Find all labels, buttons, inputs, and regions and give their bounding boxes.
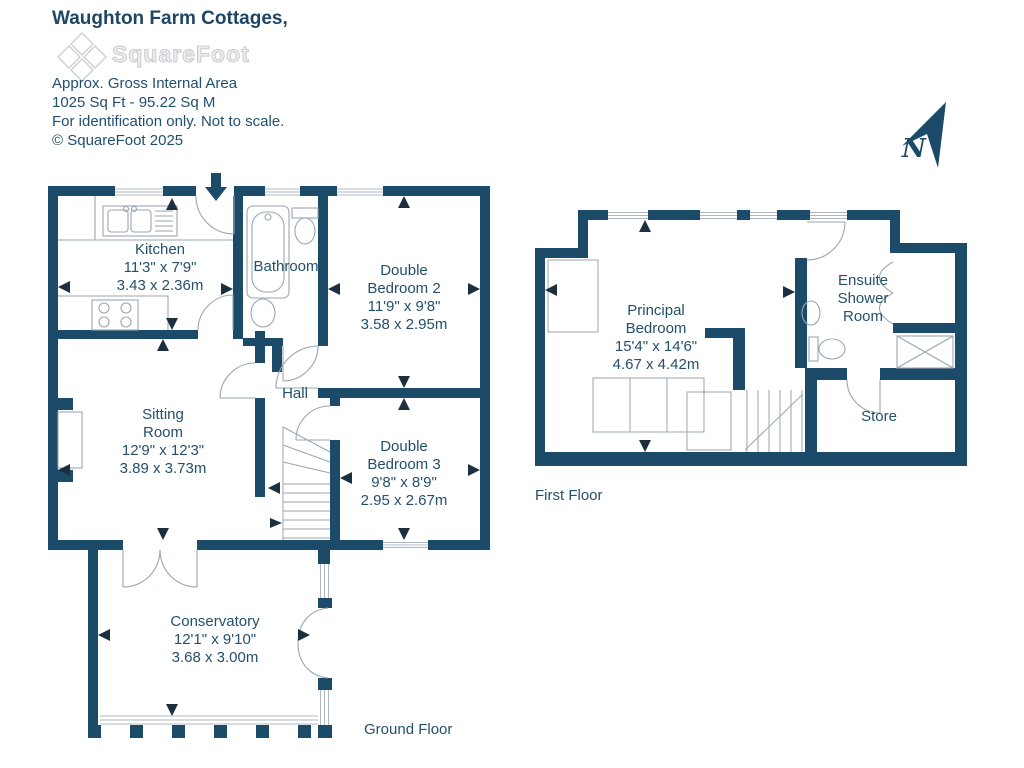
eaves-outline xyxy=(547,259,599,333)
squarefoot-logo-icon xyxy=(57,32,107,82)
fireplace-icon xyxy=(57,411,83,469)
entrance-arrow-icon xyxy=(205,173,227,201)
ensuite-fixtures xyxy=(801,261,954,369)
shower-bifold-door xyxy=(878,261,894,325)
sitting-room-door-swing xyxy=(219,362,256,399)
room-label-bathroom: Bathroom xyxy=(253,258,319,275)
bathroom-door-swing xyxy=(282,345,319,382)
door-swings xyxy=(122,195,331,679)
first-floor-label: First Floor xyxy=(535,487,603,504)
bath-icon xyxy=(246,205,290,299)
area-label: Approx. Gross Internal Area xyxy=(52,75,238,92)
walls xyxy=(535,210,967,466)
basin-icon xyxy=(801,300,821,326)
stairs-icon xyxy=(686,390,804,452)
ensuite-door-swing xyxy=(806,221,846,261)
first-floor-plan xyxy=(535,210,967,466)
bedroom2-door-swing xyxy=(275,345,319,389)
toilet-icon xyxy=(291,207,319,219)
area-value: 1025 Sq Ft - 95.22 Sq M xyxy=(52,94,216,111)
room-label-hall: Hall xyxy=(282,385,308,402)
hob-icon xyxy=(91,299,139,331)
bedroom3-door-swing xyxy=(295,405,331,441)
french-doors-swing xyxy=(297,607,329,679)
disclaimer: For identification only. Not to scale. xyxy=(52,113,285,130)
room-label-sitting-room: Sitting Room 12'9" x 12'3" 3.89 x 3.73m xyxy=(119,406,207,477)
room-label-conservatory: Conservatory 12'1" x 9'10" 3.68 x 3.00m xyxy=(170,613,260,666)
stairs-icon xyxy=(282,426,331,540)
entrance-door-swing xyxy=(195,195,235,235)
copyright: © SquareFoot 2025 xyxy=(52,132,184,149)
kitchen-fixtures xyxy=(58,196,233,331)
conservatory-door-left-swing xyxy=(122,549,161,588)
room-label-bedroom2: Double Bedroom 2 11'9" x 9'8" 3.58 x 2.9… xyxy=(360,262,448,333)
kitchen-door-swing xyxy=(197,294,234,331)
page-title: Waughton Farm Cottages, xyxy=(52,8,288,29)
bathroom-fixtures xyxy=(246,205,319,328)
conservatory-door-right-swing xyxy=(159,549,198,588)
door-swings xyxy=(806,221,881,414)
shower-icon xyxy=(896,335,954,369)
drainer-lines xyxy=(155,210,173,232)
room-label-bedroom3: Double Bedroom 3 9'8" x 8'9" 2.95 x 2.67… xyxy=(360,438,448,509)
basin-icon xyxy=(250,298,276,328)
toilet-icon xyxy=(808,336,819,362)
ground-floor-label: Ground Floor xyxy=(364,721,453,738)
north-letter: N xyxy=(902,134,926,164)
wardrobe-icon xyxy=(547,259,705,433)
window-glazing xyxy=(608,212,847,219)
dimension-arrows xyxy=(58,173,480,716)
counter-line-2 xyxy=(58,295,169,330)
window-glazing xyxy=(100,188,428,725)
room-label-principal-bedroom: Principal Bedroom 15'4" x 14'6" 4.67 x 4… xyxy=(612,302,700,373)
room-label-store: Store xyxy=(861,408,897,425)
sink-icon xyxy=(102,205,178,237)
logo-text: SquareFoot xyxy=(112,41,250,68)
store-door-swing xyxy=(846,379,881,414)
room-label-ensuite: Ensuite Shower Room xyxy=(837,272,889,325)
north-arrow-icon xyxy=(902,102,946,168)
room-label-kitchen: Kitchen 11'3" x 7'9" 3.43 x 2.36m xyxy=(116,241,204,294)
ground-floor-plan xyxy=(48,173,490,738)
walls xyxy=(48,186,490,738)
dimension-arrows xyxy=(545,220,795,452)
counter-line xyxy=(58,196,233,241)
